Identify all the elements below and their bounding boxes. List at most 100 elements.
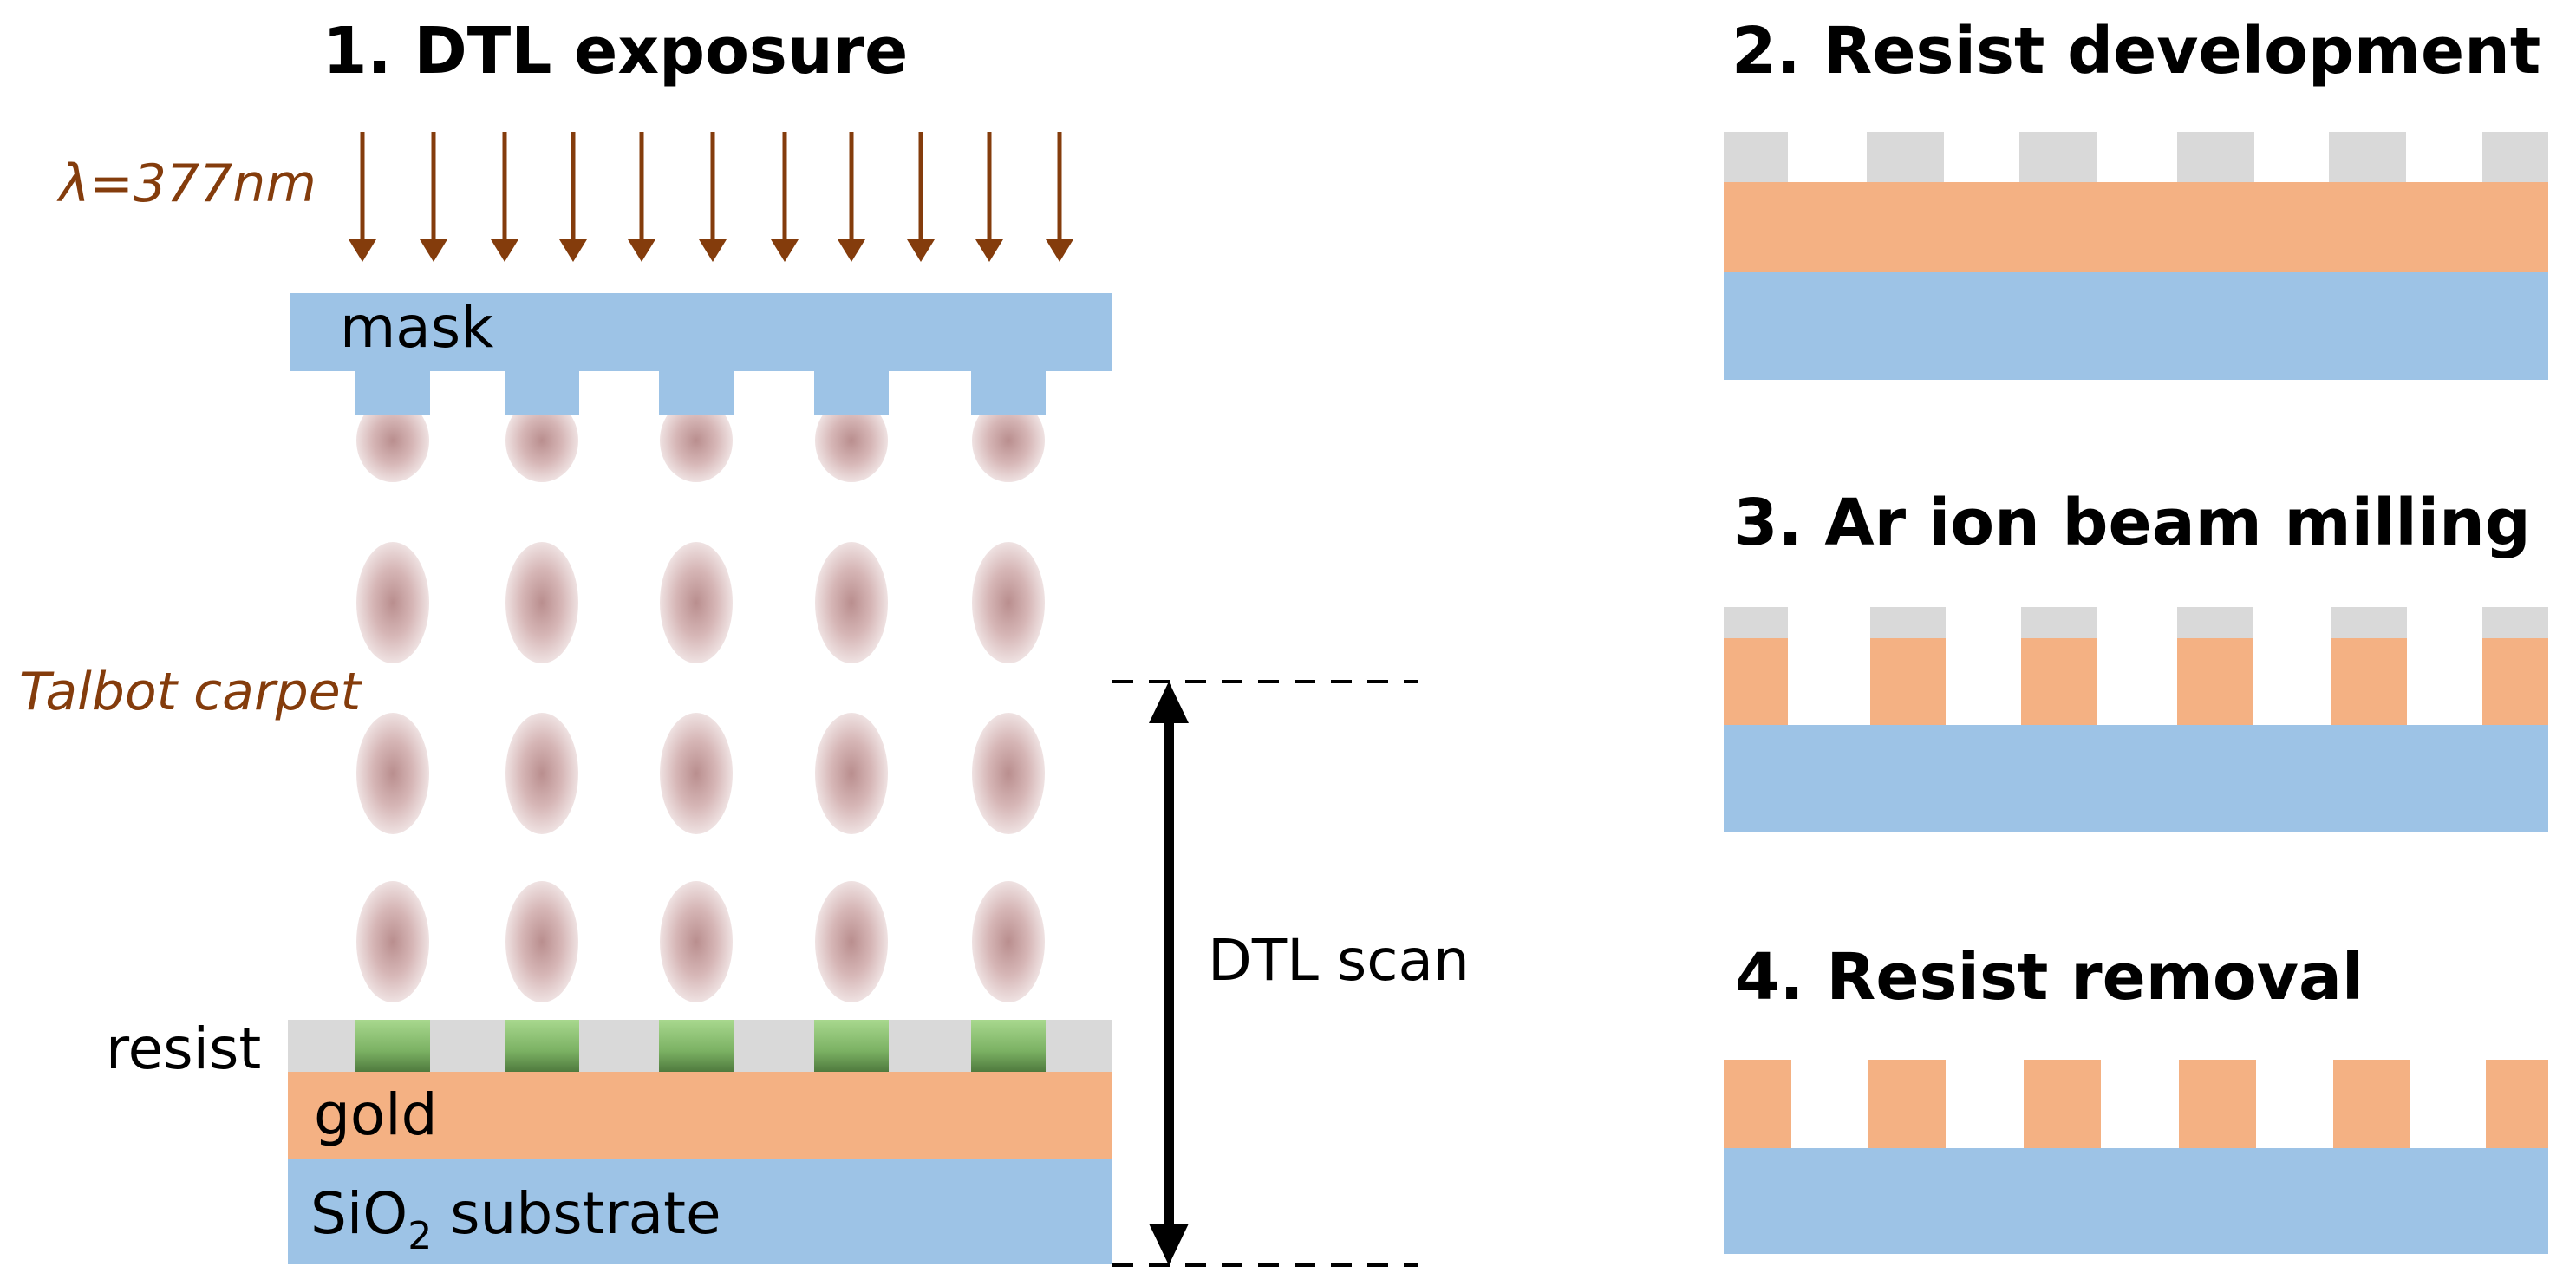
panel1-title: 1. DTL exposure <box>323 14 908 88</box>
talbot-spot <box>660 881 733 1002</box>
panel-ion-beam-milling: 3. Ar ion beam milling <box>1724 486 2548 832</box>
resist-cap <box>2331 607 2407 638</box>
substrate-label-main: SiO <box>310 1180 408 1247</box>
exposed-resist-region <box>355 1020 430 1072</box>
panel4-title: 4. Resist removal <box>1735 940 2364 1015</box>
panel2-substrate-layer <box>1724 272 2548 380</box>
gold-pillar <box>2333 1060 2410 1148</box>
mask-tooth <box>659 371 734 415</box>
talbot-spot <box>815 399 888 482</box>
panel3-substrate-layer <box>1724 725 2548 832</box>
resist-label: resist <box>106 1015 261 1082</box>
light-arrow-head <box>420 239 447 262</box>
talbot-spot <box>972 542 1045 663</box>
dtl-scan-label: DTL scan <box>1208 927 1470 994</box>
scan-arrow-up-head <box>1149 682 1189 723</box>
exposed-resist-region <box>659 1020 734 1072</box>
gold-pillar <box>2331 638 2407 725</box>
resist-cap <box>1724 607 1788 638</box>
mask-label: mask <box>340 294 494 361</box>
resist-cap <box>2177 607 2253 638</box>
incident-light-arrows <box>349 132 1073 262</box>
light-arrow-head <box>349 239 376 262</box>
talbot-spot <box>505 881 578 1002</box>
talbot-spot <box>815 881 888 1002</box>
talbot-spot <box>356 399 429 482</box>
exposed-resist-region <box>971 1020 1046 1072</box>
talbot-spot <box>356 881 429 1002</box>
panel3-title: 3. Ar ion beam milling <box>1733 486 2531 560</box>
gold-pillar <box>2177 638 2253 725</box>
light-arrow-head <box>699 239 727 262</box>
mask-body <box>290 293 1112 371</box>
gold-pillar <box>1724 638 1788 725</box>
gold-pillar <box>2024 1060 2101 1148</box>
gold-pillar <box>2486 1060 2548 1148</box>
gold-pillar <box>1724 1060 1791 1148</box>
resist-block <box>1867 132 1944 182</box>
panel-dtl-exposure: 1. DTL exposure λ=377nm Talbot carpet re… <box>19 14 1470 1267</box>
light-arrow-head <box>907 239 935 262</box>
talbot-carpet-label: Talbot carpet <box>19 662 363 722</box>
gold-pillar <box>2021 638 2097 725</box>
dtl-scan-indicator: DTL scan <box>1112 680 1470 1267</box>
panel-resist-development: 2. Resist development <box>1724 14 2548 380</box>
scan-arrow-down-head <box>1149 1224 1189 1265</box>
resist-cap <box>1870 607 1946 638</box>
light-arrow-head <box>838 239 865 262</box>
talbot-spot <box>505 399 578 482</box>
substrate-label-subscript: 2 <box>408 1214 432 1258</box>
resist-block <box>2482 132 2548 182</box>
resist-block <box>2019 132 2097 182</box>
light-arrow-head <box>1046 239 1073 262</box>
gold-pillars <box>1724 1060 2548 1148</box>
talbot-carpet <box>356 399 1045 1002</box>
mask: mask <box>290 293 1112 415</box>
substrate-label: SiO2 substrate <box>310 1180 721 1258</box>
resist-block <box>2329 132 2406 182</box>
exposed-resist-region <box>505 1020 579 1072</box>
mask-tooth <box>971 371 1046 415</box>
talbot-spot <box>356 713 429 834</box>
wavelength-label: λ=377nm <box>56 153 316 214</box>
light-arrow-head <box>975 239 1003 262</box>
panel2-title: 2. Resist development <box>1731 14 2540 88</box>
talbot-spot <box>972 713 1045 834</box>
talbot-spot <box>972 399 1045 482</box>
panel-resist-removal: 4. Resist removal <box>1724 940 2548 1254</box>
gold-pillar <box>2179 1060 2256 1148</box>
light-arrow-head <box>628 239 655 262</box>
talbot-spot <box>505 542 578 663</box>
talbot-spot <box>972 881 1045 1002</box>
developed-resist-blocks <box>1724 132 2548 182</box>
talbot-spot <box>356 542 429 663</box>
resist-layer <box>288 1020 1112 1072</box>
talbot-spot <box>815 713 888 834</box>
substrate-label-rest: substrate <box>432 1180 721 1247</box>
gold-label: gold <box>314 1081 438 1148</box>
mask-tooth <box>355 371 430 415</box>
resist-cap <box>2021 607 2097 638</box>
talbot-spot <box>660 713 733 834</box>
mask-tooth <box>505 371 579 415</box>
light-arrow-head <box>559 239 587 262</box>
gold-pillar <box>2482 638 2548 725</box>
mask-teeth <box>355 371 1046 415</box>
gold-layer <box>288 1072 1112 1159</box>
talbot-spot <box>660 399 733 482</box>
exposed-resist-region <box>814 1020 889 1072</box>
talbot-spot <box>660 542 733 663</box>
resist-block <box>2177 132 2254 182</box>
substrate-layer <box>288 1159 1112 1264</box>
talbot-spot <box>505 713 578 834</box>
light-arrow-head <box>771 239 799 262</box>
mask-tooth <box>814 371 889 415</box>
panel2-gold-layer <box>1724 182 2548 272</box>
talbot-spot <box>815 542 888 663</box>
gold-pillar <box>1868 1060 1946 1148</box>
milled-pillars <box>1724 607 2548 725</box>
exposed-resist-regions <box>355 1020 1046 1072</box>
panel4-substrate-layer <box>1724 1148 2548 1254</box>
resist-block <box>1724 132 1788 182</box>
